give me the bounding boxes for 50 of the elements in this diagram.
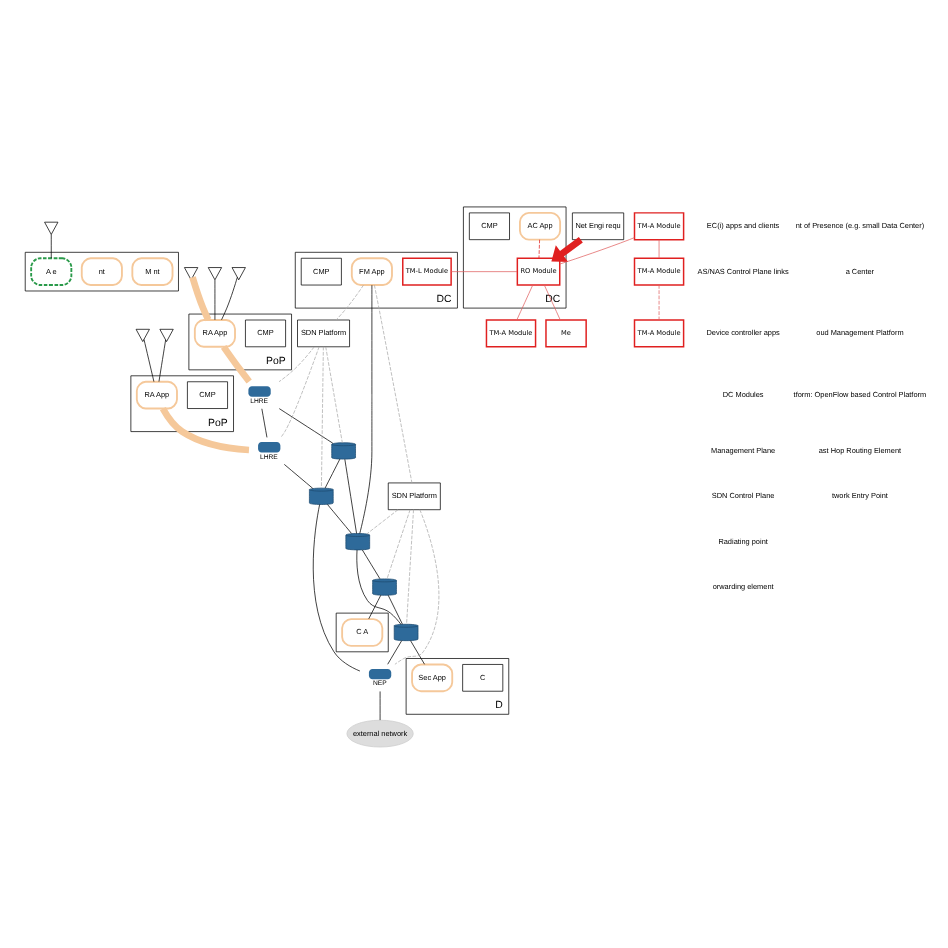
connector [394, 509, 440, 665]
connector [220, 344, 252, 384]
connector [50, 234, 52, 259]
node-antenna [231, 267, 246, 281]
connector [366, 509, 399, 535]
connector [143, 339, 155, 382]
connector [325, 346, 343, 444]
connector [374, 284, 413, 484]
connector [283, 464, 314, 489]
connector [158, 339, 166, 382]
node-antenna [135, 328, 150, 342]
connector [344, 458, 357, 534]
node-antenna [207, 267, 222, 281]
connector [327, 504, 352, 534]
connector [214, 279, 216, 321]
connector [538, 239, 540, 259]
connector [359, 284, 373, 534]
connector [450, 271, 518, 272]
connector [386, 509, 411, 580]
connector [559, 237, 635, 265]
node-cylinder [248, 386, 271, 397]
node-antenna [184, 267, 199, 281]
node-antenna [159, 328, 174, 342]
connector [356, 549, 402, 625]
connector [261, 408, 268, 438]
connector [406, 509, 414, 625]
connector [658, 239, 660, 259]
connector [278, 408, 334, 444]
connector [387, 594, 403, 625]
connector [410, 640, 425, 665]
cluster [24, 251, 179, 292]
connector [361, 549, 381, 580]
connector [387, 640, 403, 665]
connector [159, 407, 250, 454]
connector [278, 346, 315, 383]
node-cylinder [368, 668, 392, 680]
connector [280, 346, 320, 438]
connector [658, 284, 660, 321]
connector [516, 284, 534, 321]
connector [544, 284, 561, 321]
connector [335, 284, 364, 321]
node-cylinder [258, 442, 281, 453]
arrow [551, 237, 583, 262]
node-antenna [44, 221, 59, 235]
connector [189, 276, 212, 322]
connector [324, 458, 341, 489]
connector [312, 504, 361, 672]
connector [221, 276, 238, 321]
connector [368, 594, 382, 620]
connector [321, 346, 324, 489]
